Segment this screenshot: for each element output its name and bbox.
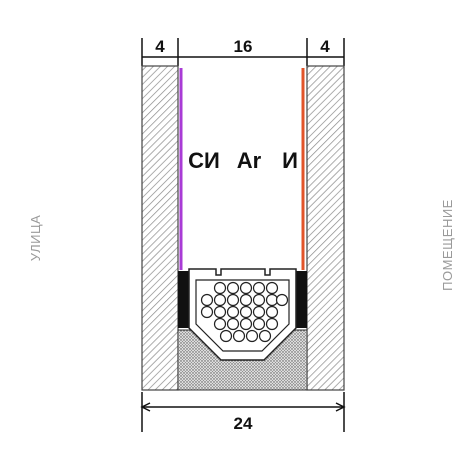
dim-left-glass: 4 bbox=[155, 37, 165, 56]
bottom-dimension: 24 bbox=[140, 392, 346, 433]
right-glass-pane bbox=[306, 65, 345, 391]
dim-right-glass: 4 bbox=[320, 37, 330, 56]
dim-total: 24 bbox=[234, 414, 253, 433]
left-butyl-seal bbox=[178, 271, 189, 328]
label-inside: ПОМЕЩЕНИЕ bbox=[440, 199, 455, 291]
label-gas: Ar bbox=[237, 148, 262, 173]
label-outside: УЛИЦА bbox=[28, 215, 43, 262]
label-left-coating: СИ bbox=[188, 148, 220, 173]
desiccant-beads bbox=[200, 281, 289, 343]
dim-gap: 16 bbox=[234, 37, 253, 56]
left-glass-pane bbox=[141, 65, 179, 391]
right-butyl-seal bbox=[296, 271, 307, 328]
top-dimension: 4 16 4 bbox=[141, 37, 345, 66]
label-right-coating: И bbox=[282, 148, 298, 173]
